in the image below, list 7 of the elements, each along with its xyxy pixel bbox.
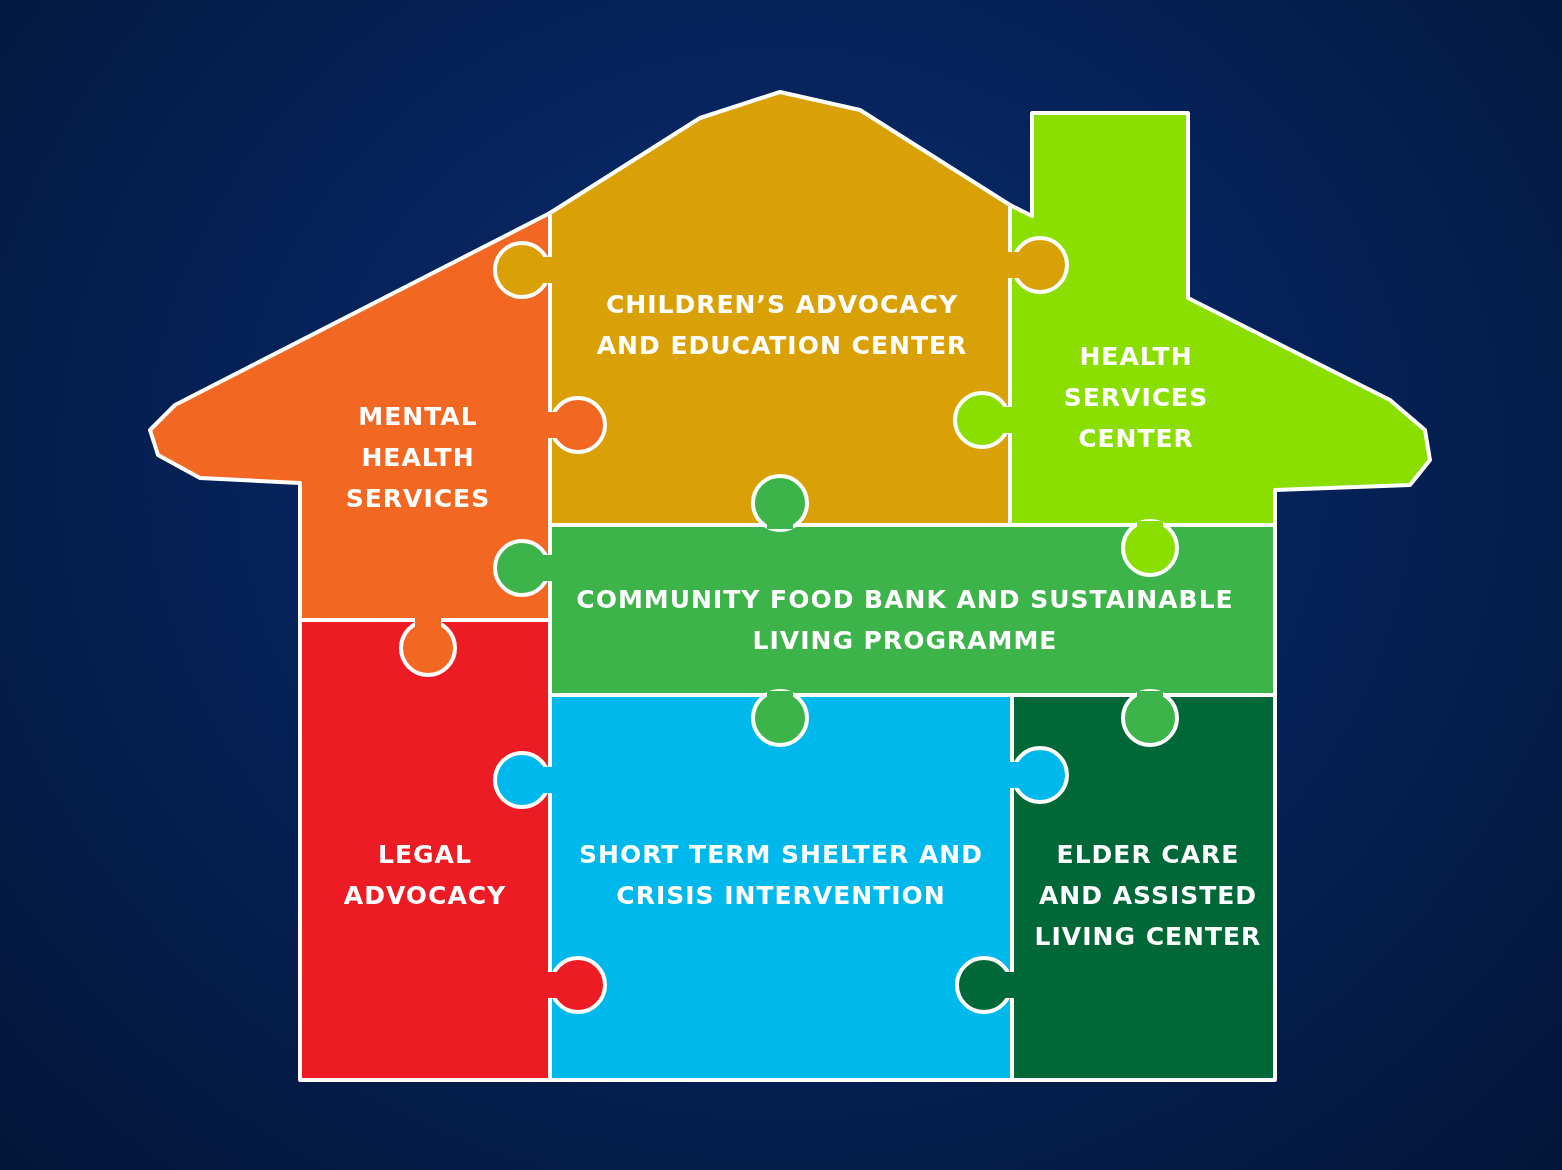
piece-label: ELDER CARE AND ASSISTED LIVING CENTER [1033, 838, 1263, 953]
piece-label: HEALTH SERVICES CENTER [1062, 340, 1210, 455]
piece-label: COMMUNITY FOOD BANK AND SUSTAINABLE LIVING PROGRAMME [575, 584, 1235, 657]
piece-label: MENTAL HEALTH SERVICES [344, 400, 492, 515]
piece-label: CHILDREN’S ADVOCACY AND EDUCATION CENTER [595, 289, 969, 362]
piece-label: SHORT TERM SHELTER AND CRISIS INTERVENTION [578, 839, 984, 912]
piece-label: LEGAL ADVOCACY [342, 839, 508, 912]
